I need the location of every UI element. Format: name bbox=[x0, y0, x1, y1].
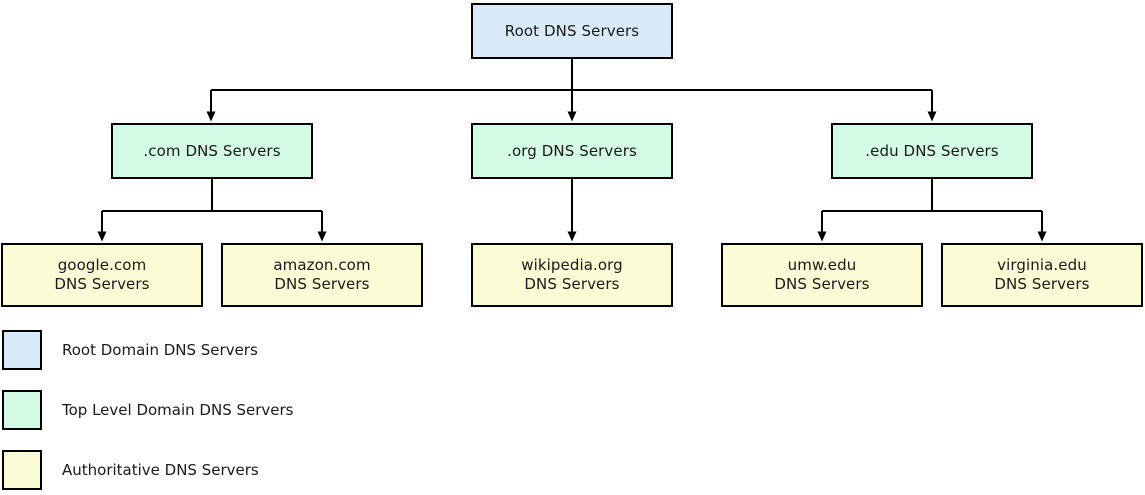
node-org-dns-servers[interactable]: .org DNS Servers bbox=[471, 123, 673, 179]
node-label-line2: DNS Servers bbox=[774, 275, 870, 293]
legend-swatch-authoritative bbox=[2, 450, 42, 490]
legend-swatch-root-domain bbox=[2, 330, 42, 370]
node-label-line1: wikipedia.org bbox=[521, 256, 623, 274]
edge-root-to-tld-bus bbox=[206, 59, 937, 122]
legend-label-authoritative: Authoritative DNS Servers bbox=[62, 461, 259, 479]
node-label-line1: virginia.edu bbox=[997, 256, 1087, 274]
node-wikipedia-org-dns-servers[interactable]: wikipedia.org DNS Servers bbox=[471, 243, 673, 307]
node-edu-dns-servers[interactable]: .edu DNS Servers bbox=[831, 123, 1033, 179]
node-label-line2: DNS Servers bbox=[994, 275, 1090, 293]
node-amazon-com-dns-servers[interactable]: amazon.com DNS Servers bbox=[221, 243, 423, 307]
node-label: .com DNS Servers bbox=[143, 141, 281, 160]
node-virginia-edu-dns-servers[interactable]: virginia.edu DNS Servers bbox=[941, 243, 1143, 307]
node-google-com-dns-servers[interactable]: google.com DNS Servers bbox=[1, 243, 203, 307]
legend-swatch-top-level-domain bbox=[2, 390, 42, 430]
node-label-line1: umw.edu bbox=[787, 256, 857, 274]
node-com-dns-servers[interactable]: .com DNS Servers bbox=[111, 123, 313, 179]
node-umw-edu-dns-servers[interactable]: umw.edu DNS Servers bbox=[721, 243, 923, 307]
legend-label-top-level-domain: Top Level Domain DNS Servers bbox=[62, 401, 294, 419]
node-label: Root DNS Servers bbox=[504, 21, 640, 40]
node-label-line2: DNS Servers bbox=[524, 275, 620, 293]
node-label-line1: google.com bbox=[57, 256, 147, 274]
node-root-dns-servers[interactable]: Root DNS Servers bbox=[471, 3, 673, 59]
node-label-line2: DNS Servers bbox=[274, 275, 370, 293]
legend-label-root-domain: Root Domain DNS Servers bbox=[62, 341, 258, 359]
node-label: .edu DNS Servers bbox=[865, 141, 999, 160]
node-label: .org DNS Servers bbox=[507, 141, 637, 160]
edge-edu-to-children bbox=[817, 179, 1047, 242]
edge-com-to-children bbox=[97, 179, 327, 242]
node-label-line2: DNS Servers bbox=[54, 275, 150, 293]
node-label-line1: amazon.com bbox=[273, 256, 371, 274]
